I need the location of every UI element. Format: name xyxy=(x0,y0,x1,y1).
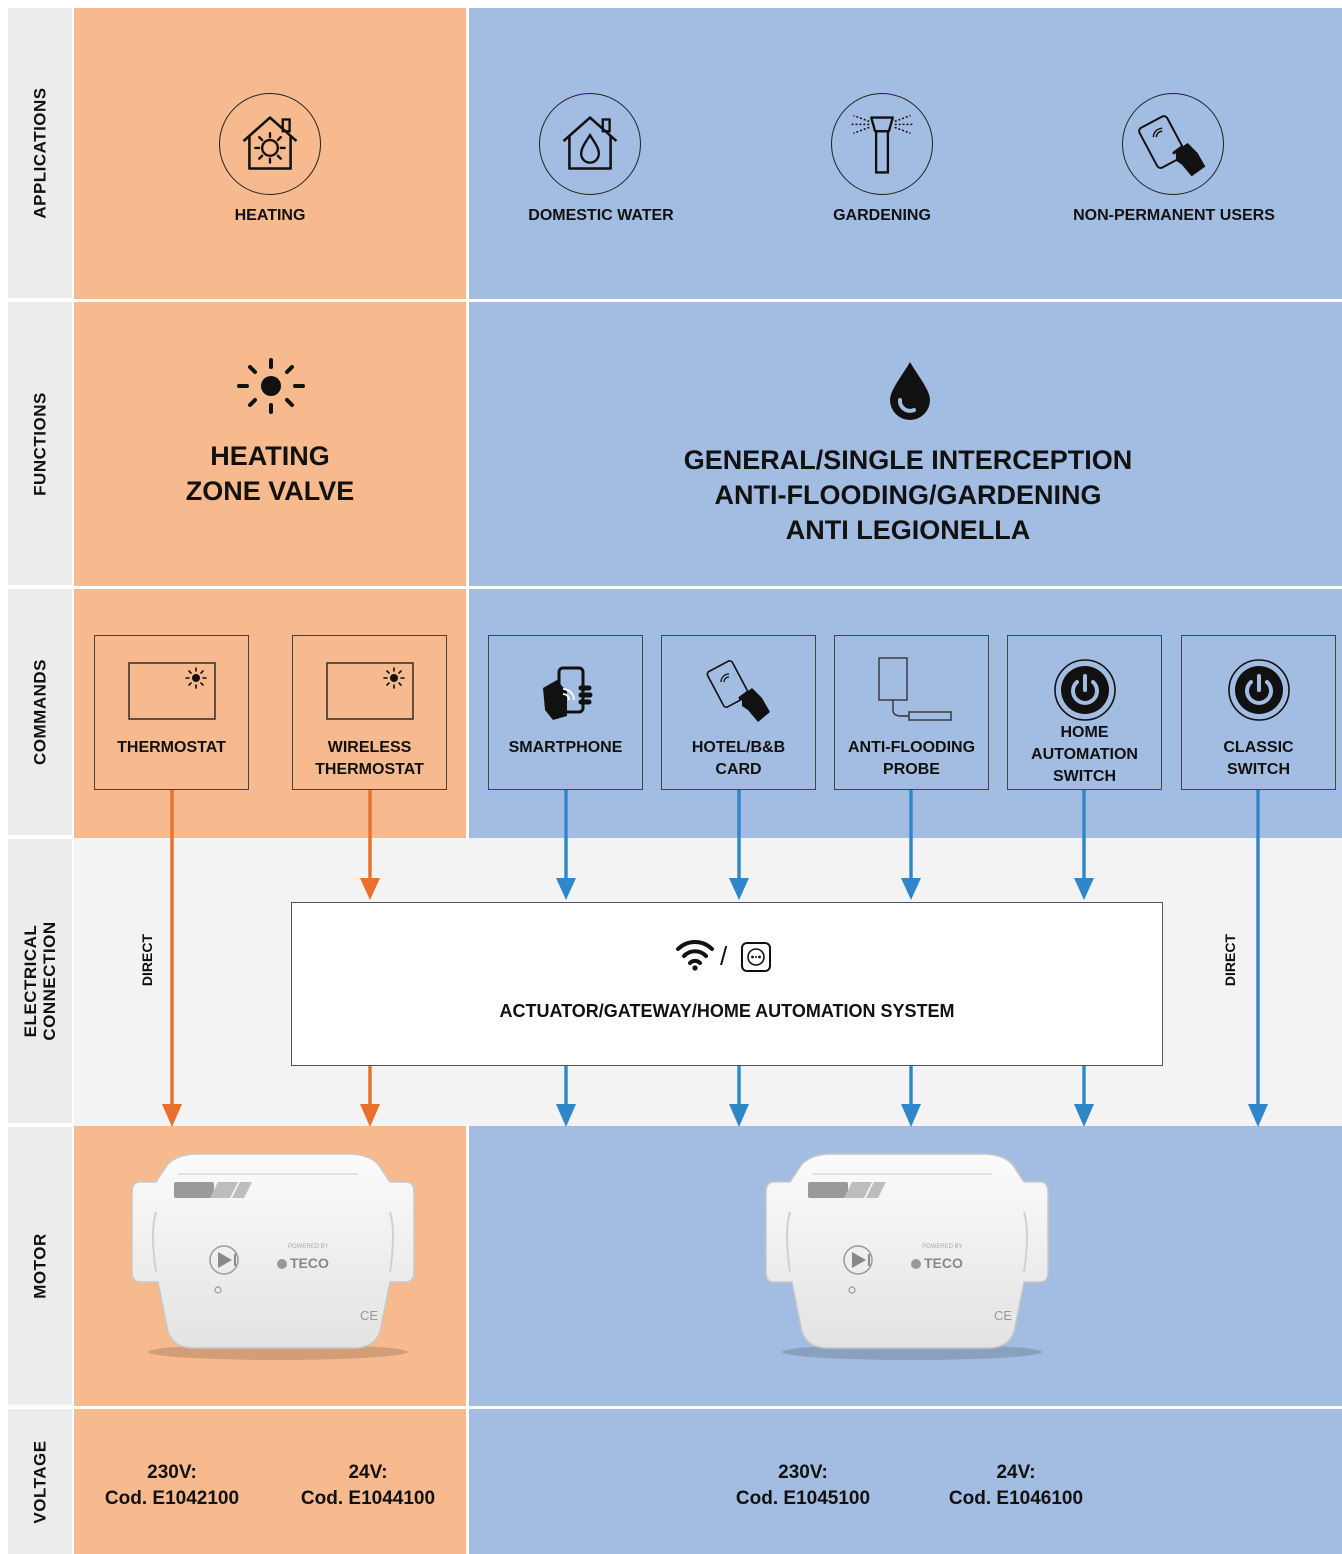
gateway-label: ACTUATOR/GATEWAY/HOME AUTOMATION SYSTEM xyxy=(499,1001,955,1021)
voltage-water-230v: 230V:Cod. E1045100 xyxy=(735,1462,871,1509)
command-label: HOME xyxy=(1060,724,1109,741)
application-label-heating: HEATING xyxy=(234,207,306,224)
voltage-heating-230v: 230V:Cod. E1042100 xyxy=(104,1462,240,1509)
power-icon xyxy=(1054,659,1116,721)
motor-heating-image: POWERED BY TECO CE xyxy=(131,1153,415,1360)
separator xyxy=(8,586,1342,589)
thermostat-icon xyxy=(128,662,216,720)
command-label: WIRELESS xyxy=(327,739,412,756)
sprinkler-icon xyxy=(831,93,933,195)
command-hotel-card: HOTEL/B&B CARD xyxy=(661,635,816,790)
separator xyxy=(8,299,1342,302)
command-classic-switch: CLASSIC SWITCH xyxy=(1181,635,1336,790)
row-label-motor: MOTOR xyxy=(8,1127,72,1405)
voltage-water-24v: 24V:Cod. E1046100 xyxy=(948,1462,1084,1509)
svg-text:POWERED BY: POWERED BY xyxy=(922,1244,963,1250)
command-label: SWITCH xyxy=(1052,768,1117,785)
command-thermostat: THERMOSTAT xyxy=(94,635,249,790)
command-label: CARD xyxy=(715,761,762,778)
motor-water-image: POWERED BY TECO CE xyxy=(765,1153,1049,1360)
svg-text:CE: CE xyxy=(994,1308,1012,1323)
row-label-commands: COMMANDS xyxy=(8,589,72,835)
application-label-gardening: GARDENING xyxy=(833,207,931,224)
command-label: AUTOMATION xyxy=(1031,746,1138,763)
socket-icon xyxy=(741,942,771,972)
command-label: SWITCH xyxy=(1226,761,1291,778)
card-hand-icon xyxy=(706,660,770,722)
svg-text:POWERED BY: POWERED BY xyxy=(288,1244,329,1250)
application-label-non-permanent-users: NON-PERMANENT USERS xyxy=(1073,207,1275,224)
separator xyxy=(8,1406,1342,1409)
power-icon xyxy=(1228,659,1290,721)
svg-text:CE: CE xyxy=(360,1308,378,1323)
command-anti-flooding-probe: ANTI-FLOODING PROBE xyxy=(834,635,989,790)
thermostat-icon xyxy=(326,662,414,720)
command-label: PROBE xyxy=(883,761,940,778)
wifi-icon xyxy=(676,939,714,971)
house-sun-icon xyxy=(219,93,321,195)
command-label: THERMOSTAT xyxy=(315,761,424,778)
card-hand-icon xyxy=(1122,93,1224,195)
command-label: CLASSIC xyxy=(1223,739,1294,756)
sun-icon xyxy=(237,358,305,414)
row-label-applications: APPLICATIONS xyxy=(8,8,72,298)
row-label-functions: FUNCTIONS xyxy=(8,302,72,585)
command-label: HOTEL/B&B xyxy=(691,739,786,756)
command-label: ANTI-FLOODING xyxy=(847,739,976,756)
function-water: GENERAL/SINGLE INTERCEPTION ANTI-FLOODIN… xyxy=(683,445,1133,545)
function-heating: HEATING ZONE VALVE xyxy=(185,441,355,506)
svg-text:TECO: TECO xyxy=(924,1255,963,1271)
command-label: THERMOSTAT xyxy=(117,739,226,756)
probe-icon xyxy=(878,657,952,721)
gateway-box: / ACTUATOR/GATEWAY/HOME AUTOMATION SYSTE… xyxy=(291,902,1163,1066)
svg-text:TECO: TECO xyxy=(290,1255,329,1271)
row-label-voltage: VOLTAGE xyxy=(8,1409,72,1554)
command-label: SMARTPHONE xyxy=(508,739,623,756)
application-label-domestic-water: DOMESTIC WATER xyxy=(528,207,674,224)
command-wireless-thermostat: WIRELESS THERMOSTAT xyxy=(292,635,447,790)
command-home-automation-switch: HOME AUTOMATION SWITCH xyxy=(1007,635,1162,790)
smartphone-icon xyxy=(543,666,593,720)
gateway-separator: / xyxy=(720,941,728,971)
house-drop-icon xyxy=(539,93,641,195)
water-drop-icon xyxy=(890,362,930,420)
command-smartphone: SMARTPHONE xyxy=(488,635,643,790)
voltage-heating-24v: 24V:Cod. E1044100 xyxy=(300,1462,436,1509)
